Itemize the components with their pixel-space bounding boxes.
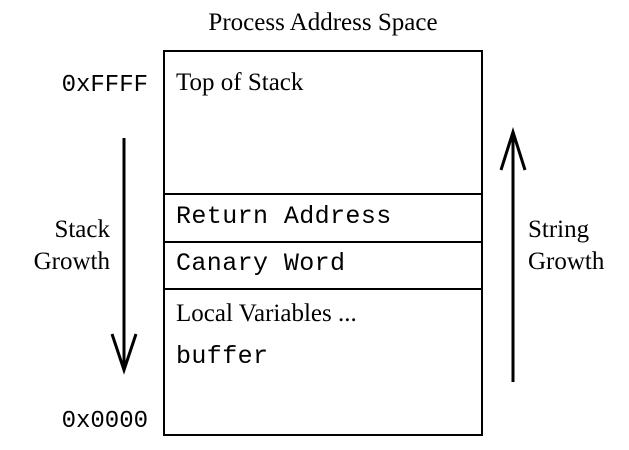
stack-growth-label-line2: Growth — [33, 248, 110, 275]
string-growth-label: String Growth — [528, 214, 629, 278]
memory-cell-return-address-label: Return Address — [176, 202, 392, 231]
memory-cell-return-address: Return Address — [165, 195, 481, 243]
memory-cell-top-of-stack-label: Top of Stack — [176, 69, 304, 96]
diagram-title: Process Address Space — [208, 9, 438, 36]
down-arrow-icon — [110, 138, 138, 375]
memory-cell-canary-word: Canary Word — [165, 243, 481, 290]
memory-cell-buffer-label: buffer — [176, 342, 269, 371]
memory-cell-top-of-stack: Top of Stack — [165, 52, 481, 195]
address-label-low: 0x0000 — [61, 408, 148, 435]
memory-cell-local-variables: Local Variables ... buffer — [165, 290, 481, 434]
memory-cell-local-variables-label: Local Variables ... — [176, 300, 357, 327]
up-arrow-icon — [499, 127, 527, 382]
stack-growth-label-line1: Stack — [54, 216, 110, 243]
stack-growth-label: Stack Growth — [0, 214, 110, 278]
string-growth-label-line2: Growth — [528, 248, 605, 275]
memory-box: Top of Stack Return Address Canary Word … — [163, 50, 483, 436]
address-label-high: 0xFFFF — [61, 72, 148, 99]
memory-cell-canary-word-label: Canary Word — [176, 249, 346, 278]
string-growth-label-line1: String — [528, 216, 590, 243]
